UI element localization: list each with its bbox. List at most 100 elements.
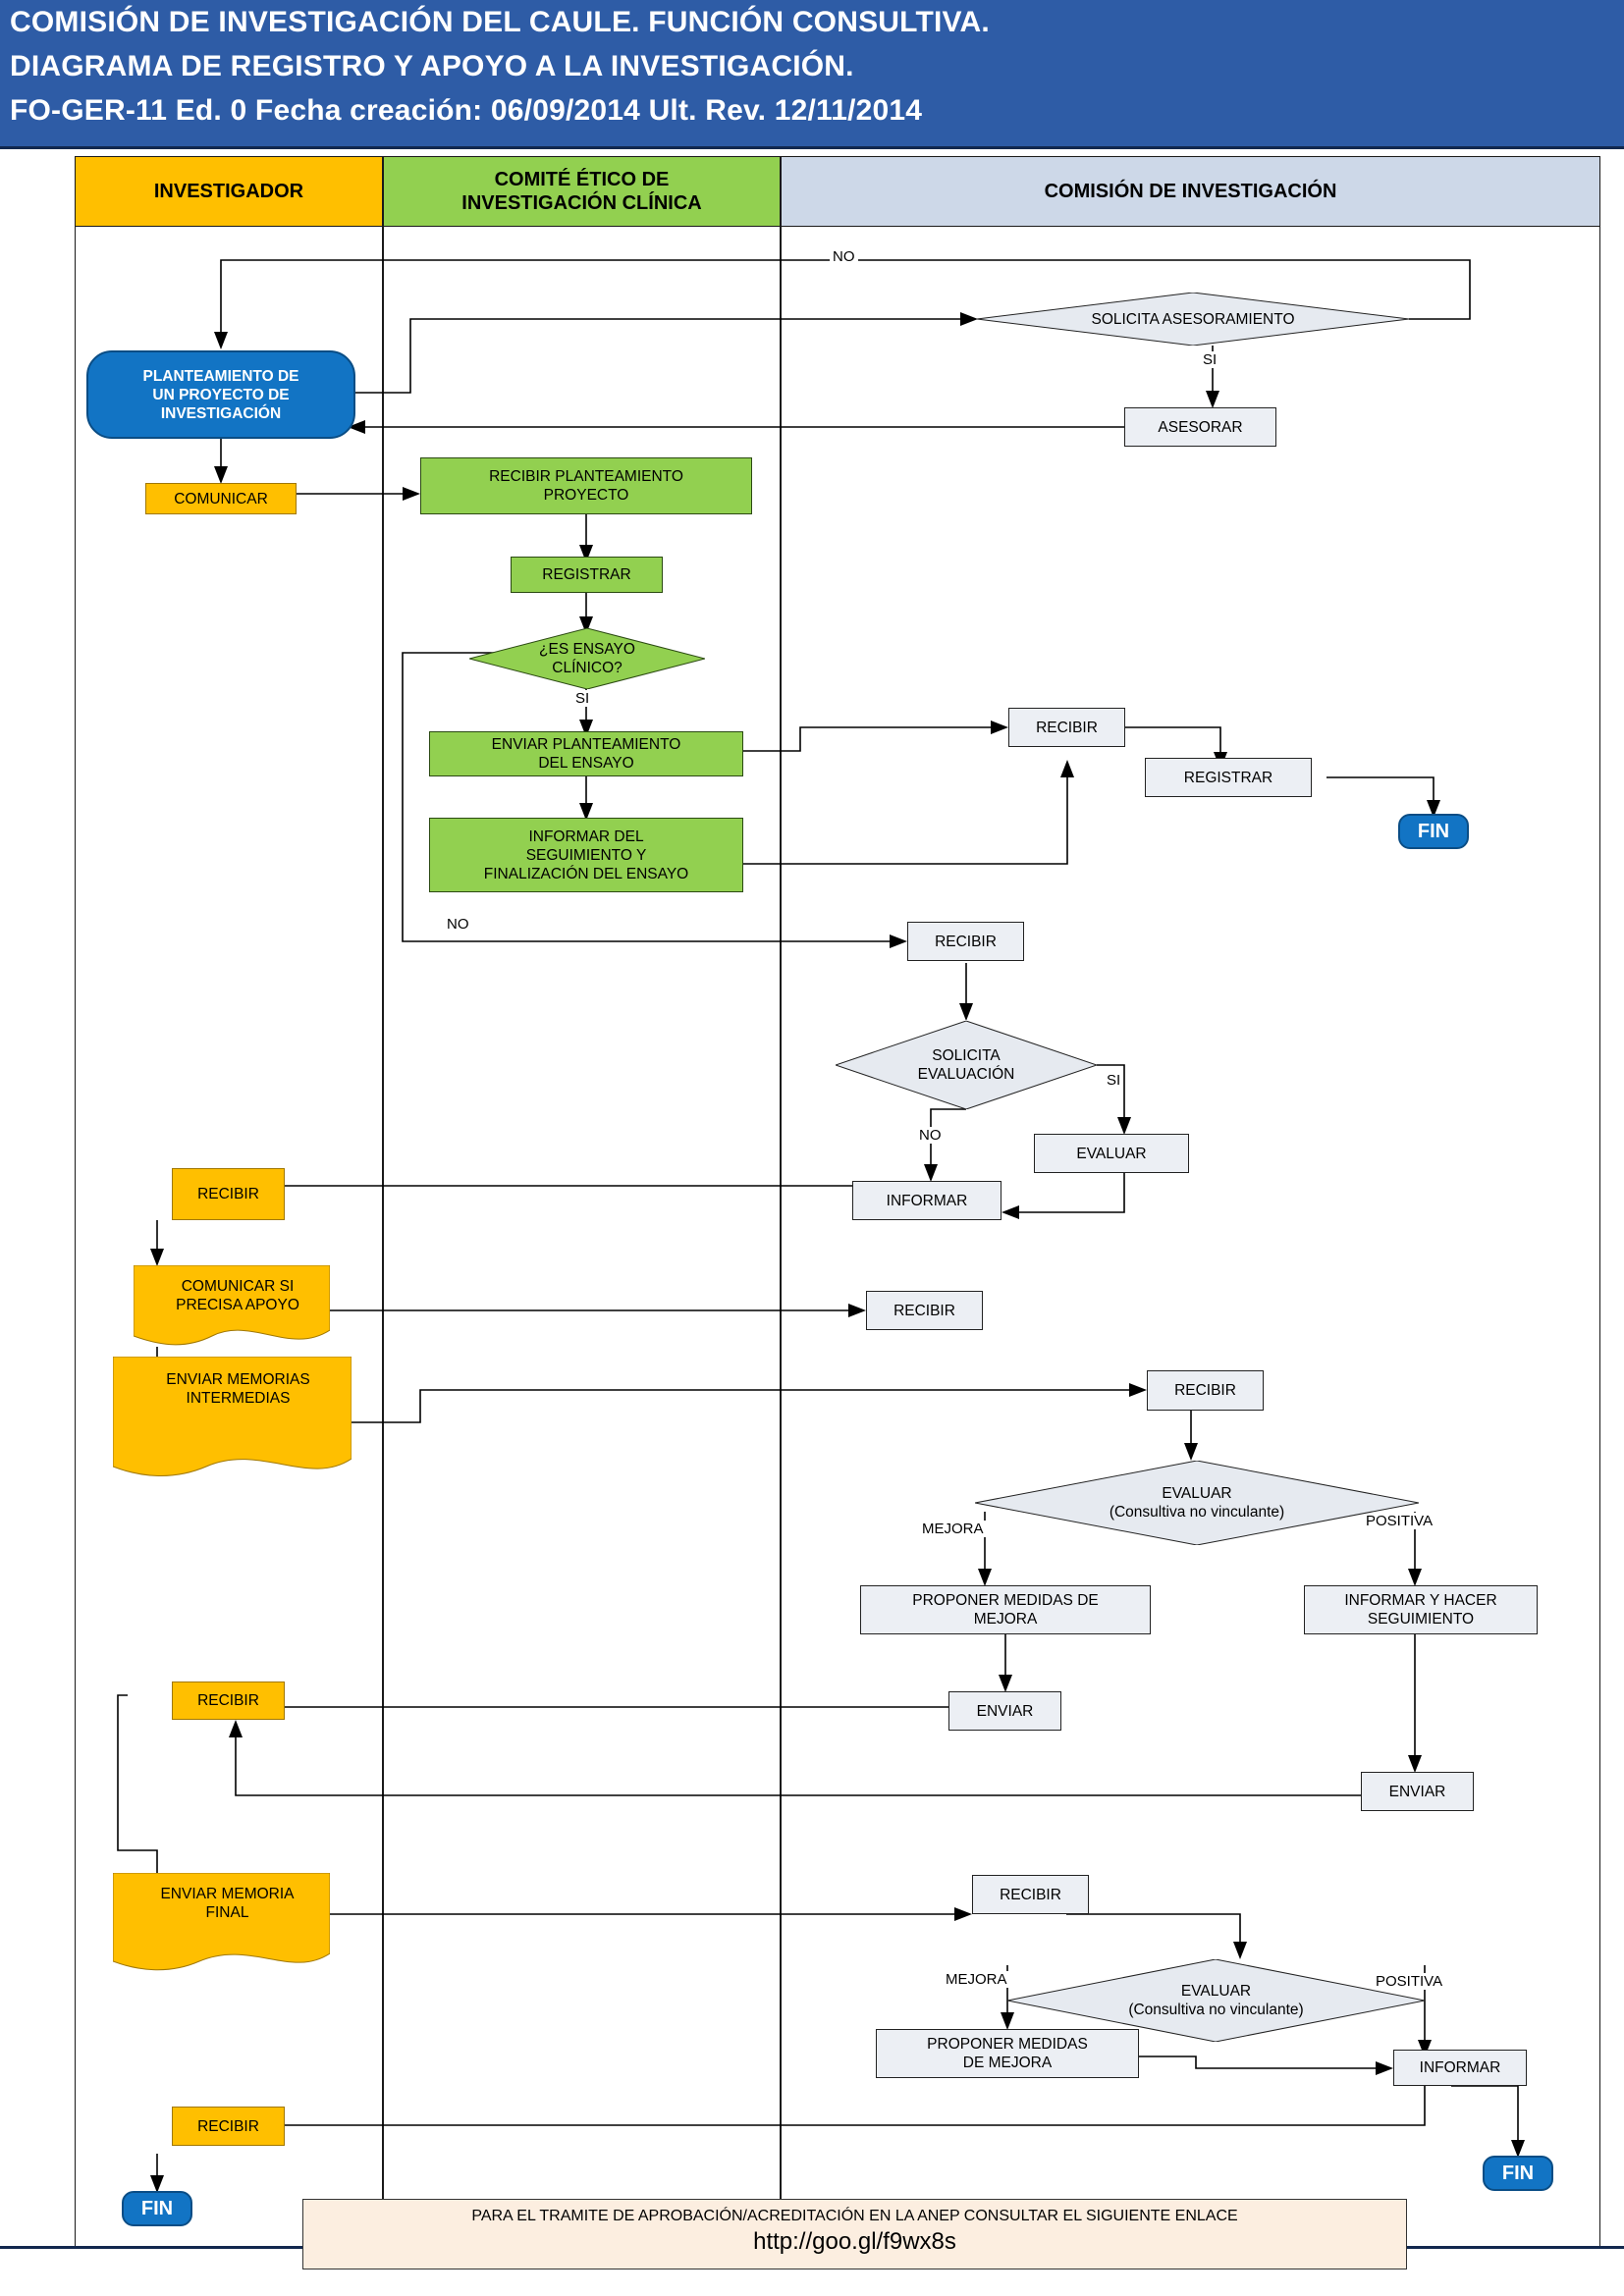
node-solicita-asesoramiento[interactable]: SOLICITA ASESORAMIENTO	[977, 293, 1409, 346]
node-informar-seguimiento-label: INFORMAR DEL SEGUIMIENTO Y FINALIZACIÓN …	[484, 828, 688, 883]
lane-header-comite-line2: INVESTIGACIÓN CLÍNICA	[461, 192, 702, 214]
node-evaluar-consultiva-2-label: EVALUAR (Consultiva no vinculante)	[1122, 1982, 1309, 2019]
node-recibir-inv-1[interactable]: RECIBIR	[172, 1168, 285, 1220]
node-asesorar[interactable]: ASESORAR	[1124, 407, 1276, 447]
node-informar-hacer-seguimiento-label: INFORMAR Y HACER SEGUIMIENTO	[1344, 1591, 1496, 1629]
node-es-ensayo-line1: ¿ES ENSAYO	[539, 641, 635, 658]
title-line-2: DIAGRAMA DE REGISTRO Y APOYO A LA INVEST…	[10, 50, 854, 82]
node-evaluar-consultiva-1-line2: (Consultiva no vinculante)	[1109, 1504, 1285, 1521]
node-es-ensayo-clinico-label: ¿ES ENSAYO CLÍNICO?	[533, 640, 641, 677]
node-enviar-planteamiento-label: ENVIAR PLANTEAMIENTO DEL ENSAYO	[492, 735, 681, 773]
edge-label-mejora-1: MEJORA	[919, 1521, 987, 1537]
node-proponer-medidas-1-line2: MEJORA	[973, 1611, 1038, 1628]
node-comunicar[interactable]: COMUNICAR	[145, 483, 297, 514]
node-recibir-ci-3[interactable]: RECIBIR	[866, 1291, 983, 1330]
node-recibir-inv-2[interactable]: RECIBIR	[172, 1682, 285, 1720]
node-recibir-planteamiento-line1: RECIBIR PLANTEAMIENTO	[489, 468, 683, 485]
edge-label-no-ensayo: NO	[444, 916, 472, 933]
lane-header-comision: COMISIÓN DE INVESTIGACIÓN	[781, 156, 1600, 227]
lane-body-comite-etico	[383, 227, 781, 2249]
node-solicita-evaluacion[interactable]: SOLICITA EVALUACIÓN	[836, 1021, 1097, 1109]
edge-label-positiva-2: POSITIVA	[1373, 1973, 1446, 1990]
node-proponer-medidas-2-label: PROPONER MEDIDAS DE MEJORA	[927, 2035, 1088, 2072]
node-proponer-medidas-mejora-2[interactable]: PROPONER MEDIDAS DE MEJORA	[876, 2029, 1139, 2078]
node-proponer-medidas-1-line1: PROPONER MEDIDAS DE	[912, 1592, 1099, 1609]
node-enviar-memorias-line2: INTERMEDIAS	[186, 1390, 291, 1407]
node-comunicar-apoyo-line2: PRECISA APOYO	[176, 1297, 299, 1313]
lane-header-investigador-label: INVESTIGADOR	[153, 181, 304, 202]
node-recibir-ci-1[interactable]: RECIBIR	[1008, 708, 1125, 747]
node-evaluar-consultiva-1-line1: EVALUAR	[1162, 1485, 1232, 1502]
node-recibir-inv-3[interactable]: RECIBIR	[172, 2107, 285, 2146]
footer-note-line1: PARA EL TRAMITE DE APROBACIÓN/ACREDITACI…	[471, 2208, 1238, 2224]
title-band: COMISIÓN DE INVESTIGACIÓN DEL CAULE. FUN…	[0, 0, 1624, 149]
footer-note: PARA EL TRAMITE DE APROBACIÓN/ACREDITACI…	[302, 2199, 1407, 2269]
title-line-1: COMISIÓN DE INVESTIGACIÓN DEL CAULE. FUN…	[10, 6, 990, 38]
edge-label-si-asesoramiento: SI	[1200, 351, 1220, 368]
title-line-3: FO-GER-11 Ed. 0 Fecha creación: 06/09/20…	[10, 94, 923, 127]
node-enviar-memorias-intermedias-label: ENVIAR MEMORIAS INTERMEDIAS	[113, 1370, 363, 1408]
lane-header-comision-label: COMISIÓN DE INVESTIGACIÓN	[1044, 181, 1337, 202]
node-proponer-medidas-mejora-1[interactable]: PROPONER MEDIDAS DE MEJORA	[860, 1585, 1151, 1634]
node-enviar-memoria-final-line1: ENVIAR MEMORIA	[160, 1886, 295, 1902]
lane-body-investigador	[75, 227, 383, 2249]
node-planteamiento-proyecto[interactable]: PLANTEAMIENTO DE UN PROYECTO DE INVESTIG…	[86, 350, 355, 439]
node-evaluar-consultiva-1-label: EVALUAR (Consultiva no vinculante)	[1104, 1484, 1290, 1522]
node-enviar-1[interactable]: ENVIAR	[948, 1691, 1061, 1731]
node-solicita-evaluacion-label: SOLICITA EVALUACIÓN	[912, 1046, 1021, 1084]
lane-header-comite-line1: COMITÉ ÉTICO DE	[494, 169, 670, 190]
node-planteamiento-line2: UN PROYECTO DE	[152, 386, 290, 403]
node-proponer-medidas-1-label: PROPONER MEDIDAS DE MEJORA	[912, 1591, 1098, 1629]
node-enviar-memoria-final-label: ENVIAR MEMORIA FINAL	[113, 1885, 342, 1922]
node-enviar-memoria-final-line2: FINAL	[205, 1904, 249, 1921]
node-recibir-planteamiento-proyecto[interactable]: RECIBIR PLANTEAMIENTO PROYECTO	[420, 457, 752, 514]
node-fin-1[interactable]: FIN	[1398, 814, 1469, 849]
node-es-ensayo-line2: CLÍNICO?	[552, 660, 623, 676]
node-recibir-planteamiento-label: RECIBIR PLANTEAMIENTO PROYECTO	[489, 467, 683, 505]
footer-note-link[interactable]: http://goo.gl/f9wx8s	[753, 2228, 956, 2255]
edge-label-si-evaluacion: SI	[1104, 1072, 1124, 1089]
node-evaluar-consultiva-1[interactable]: EVALUAR (Consultiva no vinculante)	[975, 1461, 1419, 1545]
node-fin-2[interactable]: FIN	[1483, 2156, 1553, 2191]
lane-header-comite-etico: COMITÉ ÉTICO DE INVESTIGACIÓN CLÍNICA	[383, 156, 781, 227]
node-planteamiento-line3: INVESTIGACIÓN	[160, 404, 282, 422]
node-enviar-memorias-line1: ENVIAR MEMORIAS	[166, 1371, 310, 1388]
node-informar-hacer-seguimiento[interactable]: INFORMAR Y HACER SEGUIMIENTO	[1304, 1585, 1538, 1634]
node-evaluar-consultiva-2-line1: EVALUAR	[1180, 1983, 1252, 2000]
edge-label-positiva-1: POSITIVA	[1363, 1513, 1436, 1529]
node-planteamiento-line1: PLANTEAMIENTO DE	[142, 367, 299, 385]
node-recibir-planteamiento-line2: PROYECTO	[543, 487, 629, 504]
edge-label-no-evaluacion: NO	[916, 1127, 945, 1144]
node-recibir-ci-2[interactable]: RECIBIR	[907, 922, 1024, 961]
node-registrar-cei[interactable]: REGISTRAR	[511, 557, 663, 593]
node-informar-hacer-line1: INFORMAR Y HACER	[1344, 1592, 1497, 1609]
node-fin-3[interactable]: FIN	[122, 2191, 192, 2226]
node-enviar-memoria-final[interactable]: ENVIAR MEMORIA FINAL	[113, 1873, 330, 1971]
node-evaluar-ci[interactable]: EVALUAR	[1034, 1134, 1189, 1173]
node-enviar-2[interactable]: ENVIAR	[1361, 1772, 1474, 1811]
node-solicita-asesoramiento-label: SOLICITA ASESORAMIENTO	[1091, 310, 1295, 328]
node-recibir-ci-5[interactable]: RECIBIR	[972, 1875, 1089, 1914]
node-enviar-planteamiento-ensayo[interactable]: ENVIAR PLANTEAMIENTO DEL ENSAYO	[429, 731, 743, 776]
node-evaluar-consultiva-2-line2: (Consultiva no vinculante)	[1128, 2002, 1304, 2018]
node-enviar-memorias-intermedias[interactable]: ENVIAR MEMORIAS INTERMEDIAS	[113, 1357, 352, 1476]
node-comunicar-apoyo-line1: COMUNICAR SI	[181, 1278, 295, 1295]
node-informar-ci[interactable]: INFORMAR	[852, 1181, 1001, 1220]
lane-header-investigador: INVESTIGADOR	[75, 156, 383, 227]
node-evaluar-consultiva-2[interactable]: EVALUAR (Consultiva no vinculante)	[1007, 1959, 1425, 2042]
node-informar-seguimiento-finalizacion[interactable]: INFORMAR DEL SEGUIMIENTO Y FINALIZACIÓN …	[429, 818, 743, 892]
node-solicita-evaluacion-line2: EVALUACIÓN	[917, 1066, 1015, 1083]
node-comunicar-precisa-apoyo[interactable]: COMUNICAR SI PRECISA APOYO	[134, 1265, 330, 1350]
node-registrar-ci[interactable]: REGISTRAR	[1145, 758, 1312, 797]
node-informar-hacer-line2: SEGUIMIENTO	[1367, 1611, 1475, 1628]
edge-label-no-top: NO	[830, 248, 858, 265]
node-recibir-ci-4[interactable]: RECIBIR	[1147, 1370, 1264, 1411]
node-es-ensayo-clinico[interactable]: ¿ES ENSAYO CLÍNICO?	[469, 628, 705, 689]
node-informar-final[interactable]: INFORMAR	[1393, 2050, 1527, 2086]
node-enviar-planteamiento-line1: ENVIAR PLANTEAMIENTO	[491, 736, 681, 753]
lane-header-comite-etico-label: COMITÉ ÉTICO DE INVESTIGACIÓN CLÍNICA	[461, 168, 701, 215]
node-informar-seg-line1: INFORMAR DEL	[528, 828, 644, 845]
node-planteamiento-label: PLANTEAMIENTO DE UN PROYECTO DE INVESTIG…	[142, 367, 298, 423]
lane-body-comision	[781, 227, 1600, 2249]
